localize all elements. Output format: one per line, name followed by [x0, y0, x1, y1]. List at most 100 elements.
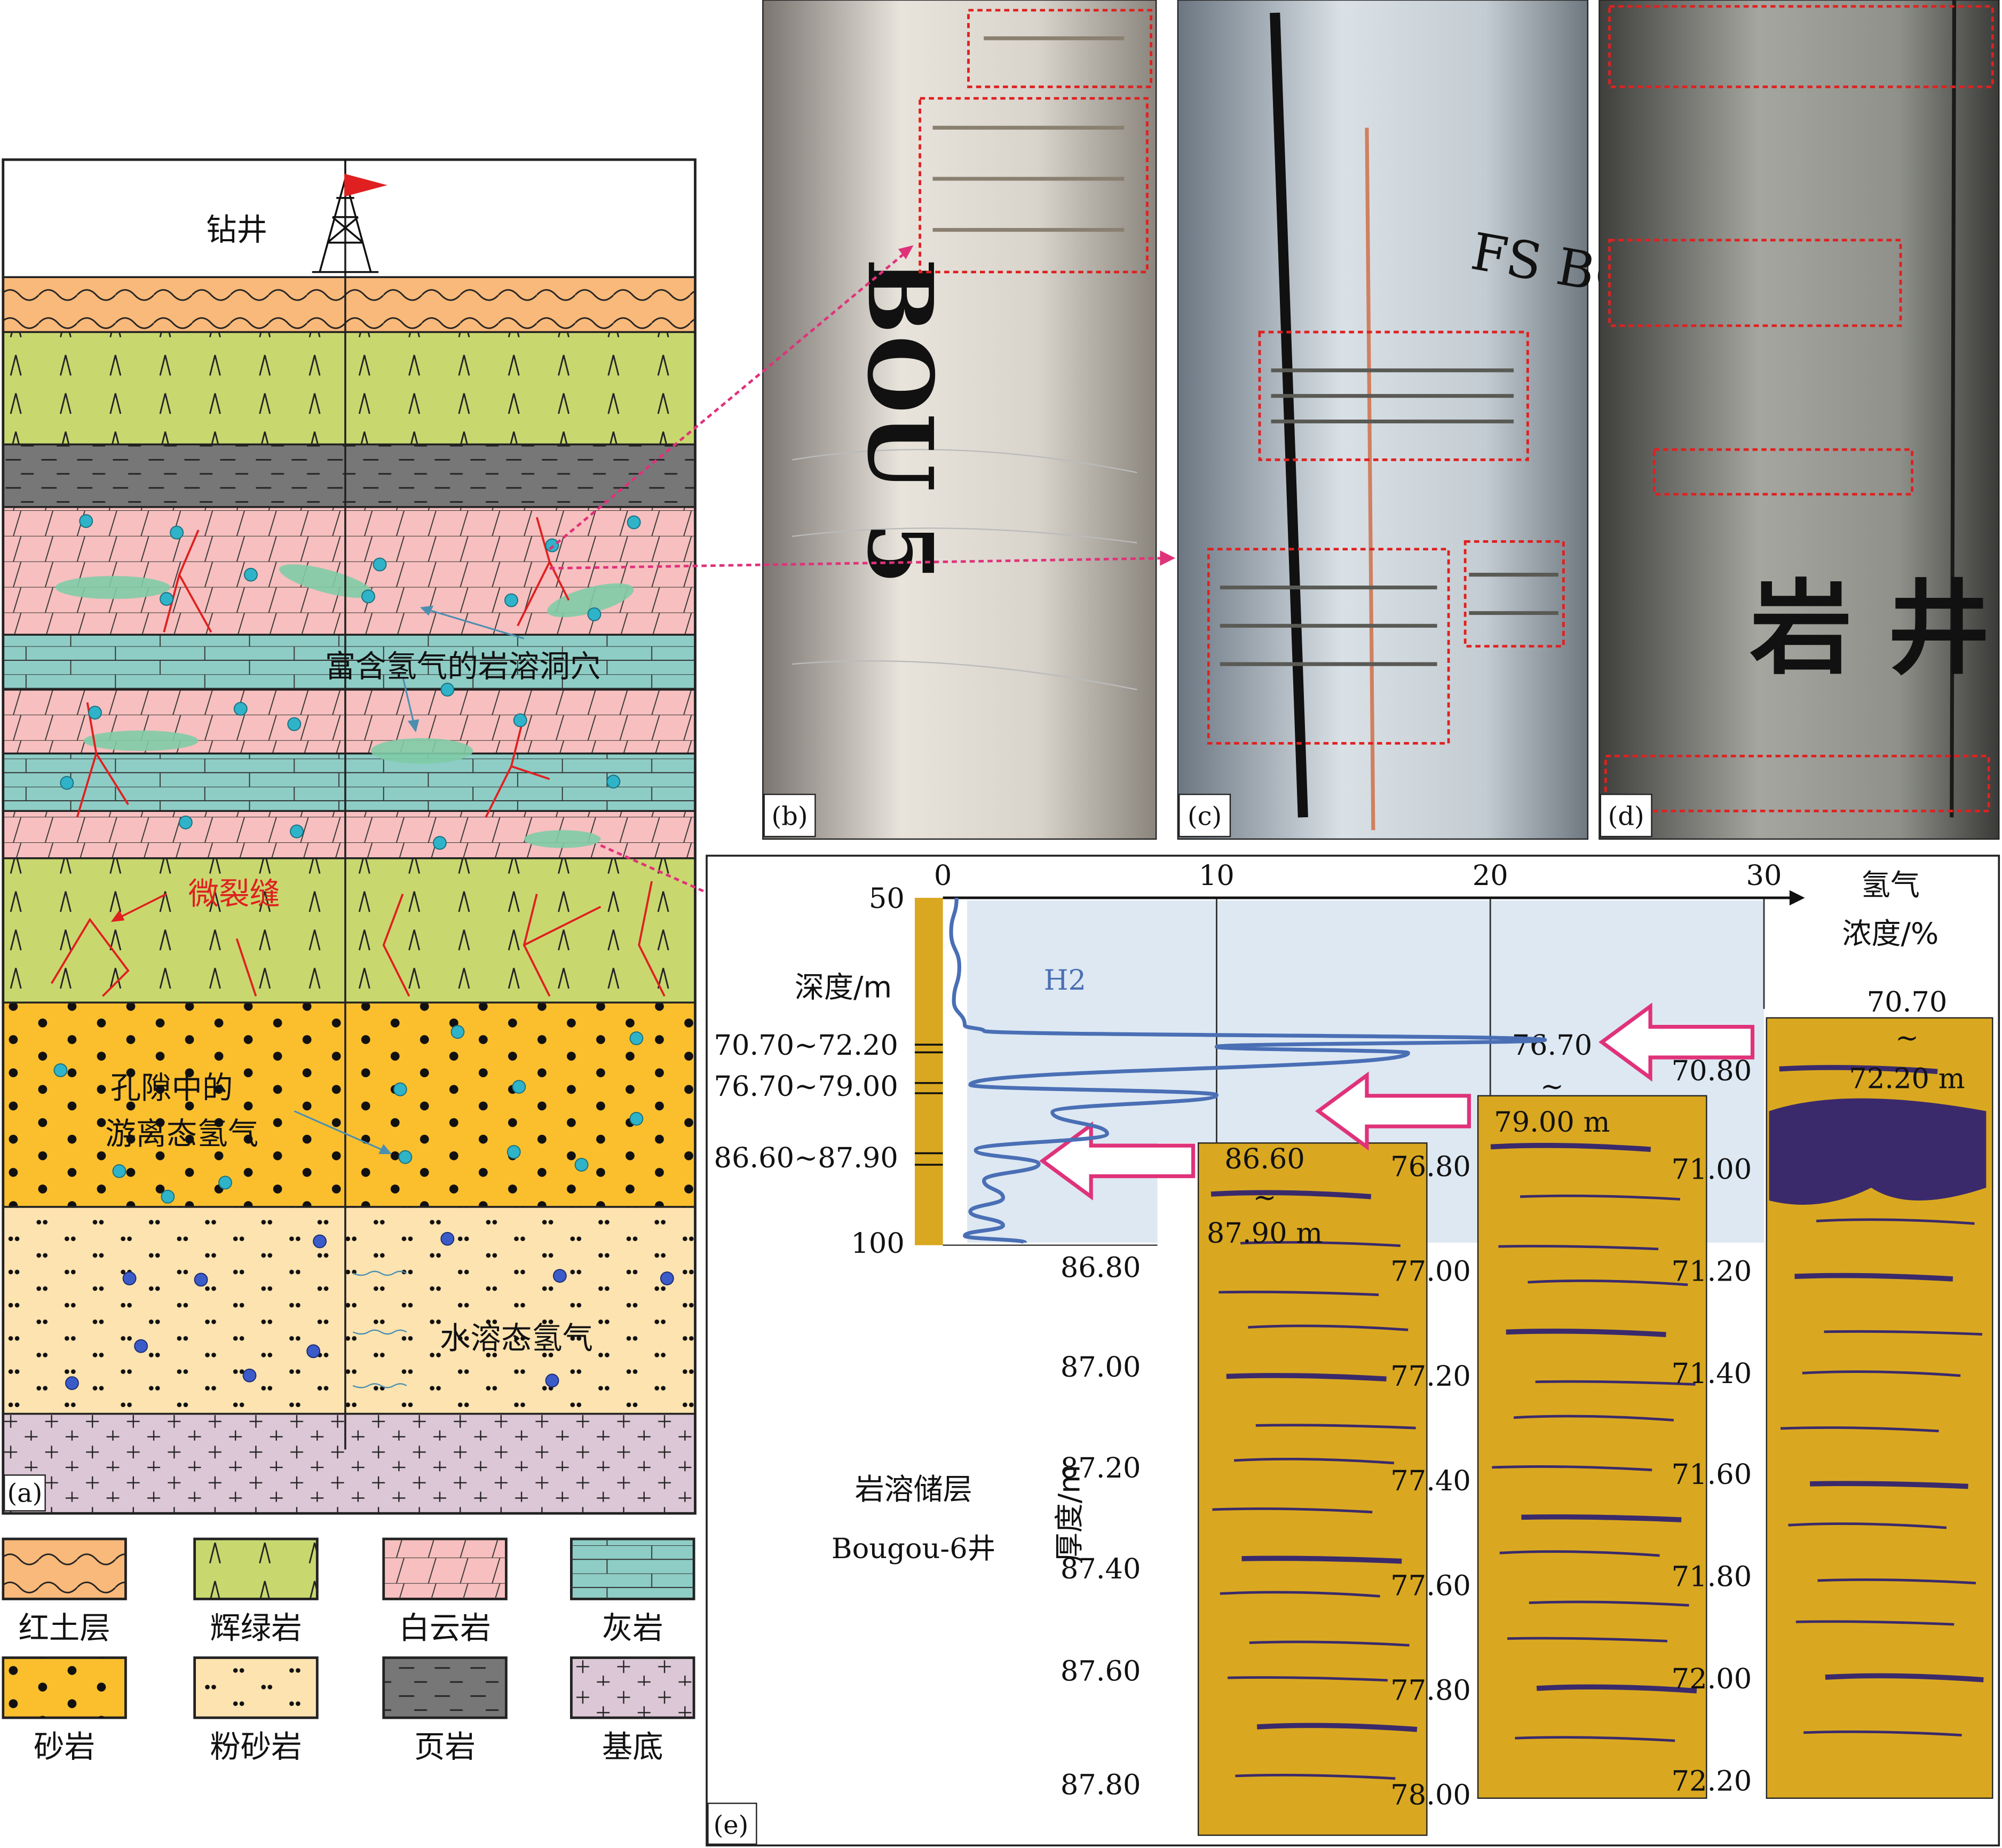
fmi-interval-title: ~ [1540, 1070, 1564, 1103]
fmi-interval-title: 87.90 m [1207, 1217, 1323, 1250]
panel-a-stratigraphic-column: 钻井 富含氢气的岩溶洞穴 微裂缝 孔隙中的 游离态氢气 水溶态氢气 (a) [2, 158, 697, 1515]
fmi-depth-tick: 87.00 [1061, 1351, 1141, 1384]
fmi-fracture-trace [1788, 1522, 1947, 1529]
layer-dolomite-3 [3, 811, 695, 858]
fmi-interval-title: 79.00 m [1494, 1106, 1610, 1139]
fmi-fracture-trace [1492, 1465, 1652, 1472]
fmi-interval-title: ~ [1895, 1022, 1919, 1054]
fmi-depth-tick: 87.20 [1061, 1452, 1141, 1484]
log-strip-marks [915, 1044, 943, 1166]
fmi-fracture-trace [1779, 1065, 1938, 1075]
fmi-fracture-trace [1802, 1370, 1961, 1377]
layer-shale [3, 444, 695, 507]
highlight-box [1258, 330, 1529, 461]
dissolved-hydrogen-bubbles [65, 1231, 674, 1391]
core-photo-d: 岩 井 (d) [1599, 0, 2000, 840]
fmi-fracture-trace [1249, 1640, 1410, 1647]
fmi-image: 76.70~79.00 m76.8077.0077.2077.4077.6077… [1390, 1029, 1707, 1812]
panel-d-label: (d) [1608, 802, 1644, 832]
fmi-depth-tick: 71.20 [1672, 1255, 1752, 1288]
fmi-fracture-trace [1535, 1380, 1696, 1386]
fmi-fracture-trace [1240, 1241, 1401, 1247]
conc-axis-title-line1: 氢气 [1861, 868, 1920, 902]
panel-c-label: (c) [1188, 802, 1222, 832]
highlight-box [1207, 548, 1450, 745]
fmi-image: 86.60~87.90 m86.8087.0087.2087.4087.6087… [1061, 1142, 1428, 1836]
core-photo-c: FS BOU 12 (c) [1177, 0, 1764, 840]
h2-curve [949, 897, 1547, 1245]
x-tick-label: 30 [1746, 859, 1782, 892]
legend-item: 辉绿岩 [193, 1537, 319, 1646]
fmi-cavity [1769, 1098, 1987, 1205]
fmi-fracture-trace [1212, 1507, 1373, 1514]
legend-label: 基底 [602, 1729, 663, 1765]
conc-axis-title-line2: 浓度/% [1842, 917, 1938, 951]
fmi-fracture-trace [1536, 1684, 1697, 1694]
fmi-image-frame [1197, 1142, 1428, 1836]
well-name: Bougou-6井 [832, 1533, 995, 1565]
fmi-fracture-trace [1490, 1143, 1651, 1152]
hydrogen-bubbles [53, 514, 644, 1204]
legend-item: 白云岩 [382, 1537, 508, 1646]
y-tick-label: 100 [851, 1227, 904, 1260]
fmi-image-frame [1477, 1095, 1707, 1799]
fmi-depth-tick: 72.00 [1672, 1663, 1752, 1695]
layer-basement [3, 1413, 695, 1514]
microfractures [51, 517, 666, 997]
layer-siltstone [3, 1206, 695, 1414]
microfracture-arrow [110, 893, 167, 922]
fmi-depth-tick: 87.40 [1061, 1553, 1141, 1585]
legend-label: 粉砂岩 [210, 1729, 302, 1765]
fmi-fracture-trace [1795, 1620, 1954, 1626]
lithology-legend: 红土层辉绿岩白云岩灰岩砂岩粉砂岩页岩基底 [2, 1537, 695, 1765]
depth-axis-title: 深度/m [795, 970, 892, 1005]
core-photo-b: BOU 5 (b) [762, 0, 1157, 840]
fmi-depth-tick: 71.00 [1672, 1153, 1752, 1186]
connector-lines [549, 248, 1169, 923]
fmi-interval-title: 76.70 [1512, 1029, 1593, 1062]
pore-label-line1: 孔隙中的 [110, 1070, 233, 1106]
fmi-depth-tick: 71.80 [1672, 1561, 1752, 1593]
layer-diabase-upper [3, 332, 695, 445]
fmi-fracture-trace [1241, 1555, 1402, 1564]
highlight-box [1463, 540, 1565, 648]
fmi-fracture-trace [1816, 1218, 1975, 1225]
fmi-fracture-trace [1220, 1591, 1380, 1598]
fmi-fracture-trace [1515, 1736, 1675, 1742]
legend-item: 粉砂岩 [193, 1656, 319, 1765]
panel-b-label: (b) [772, 802, 808, 832]
layer-limestone-1 [3, 635, 695, 690]
x-axis-arrowhead [1789, 890, 1805, 906]
x-tick-label: 20 [1473, 859, 1508, 892]
fmi-fracture-trace [1498, 1245, 1659, 1251]
x-tick-label: 10 [1199, 859, 1235, 892]
fmi-depth-tick: 77.40 [1390, 1465, 1471, 1497]
legend-label: 页岩 [414, 1729, 476, 1765]
pore-label-line2: 游离态氢气 [105, 1116, 258, 1152]
fmi-fracture-trace [1810, 1481, 1968, 1489]
fmi-fracture-trace [1817, 1578, 1976, 1585]
lithology-log-strip [915, 897, 943, 1245]
highlight-box [1608, 239, 1902, 327]
fmi-fracture-trace [1218, 1290, 1379, 1297]
legend-item: 基底 [570, 1656, 695, 1765]
fmi-fracture-trace [1256, 1723, 1418, 1732]
panel-e-hydrogen-log: 86.60~87.90 m86.8087.0087.2087.4087.6087… [706, 855, 2000, 1847]
highlight-box [919, 97, 1149, 274]
fmi-depth-tick: 78.00 [1390, 1779, 1471, 1812]
fmi-depth-tick: 77.20 [1390, 1360, 1471, 1393]
panel-a-label: (a) [7, 1479, 42, 1509]
fmi-interval-title: 70.70 [1867, 986, 1948, 1018]
fmi-fracture-trace [1228, 1676, 1388, 1682]
fmi-depth-tick: 86.80 [1061, 1252, 1141, 1284]
layer-boundaries [3, 276, 695, 1415]
legend-item: 灰岩 [570, 1537, 695, 1646]
interval-label: 86.60~87.90 [714, 1142, 898, 1174]
fmi-depth-tick: 71.40 [1672, 1357, 1752, 1390]
reservoir-label: 岩溶储层 [855, 1472, 972, 1506]
fmi-fracture-trace [1507, 1637, 1668, 1642]
fmi-fracture-trace [1781, 1426, 1939, 1433]
connector-arrowheads [898, 245, 1176, 566]
fmi-image: 70.70~72.20 m70.8071.0071.2071.4071.6071… [1672, 986, 1993, 1799]
